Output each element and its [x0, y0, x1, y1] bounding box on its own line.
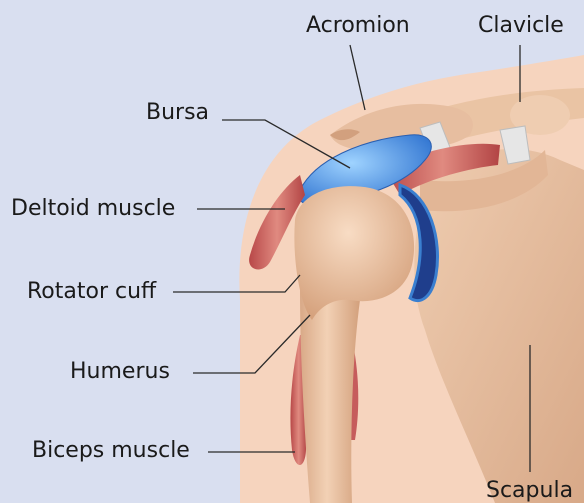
- label-biceps-muscle: Biceps muscle: [32, 440, 190, 462]
- label-rotator-cuff: Rotator cuff: [27, 281, 156, 303]
- label-deltoid-muscle: Deltoid muscle: [11, 198, 175, 220]
- label-clavicle: Clavicle: [478, 15, 564, 37]
- label-acromion: Acromion: [306, 15, 410, 37]
- label-scapula: Scapula: [486, 480, 573, 502]
- label-bursa: Bursa: [146, 102, 209, 124]
- label-humerus: Humerus: [70, 361, 170, 383]
- humerus-shaft: [300, 290, 360, 503]
